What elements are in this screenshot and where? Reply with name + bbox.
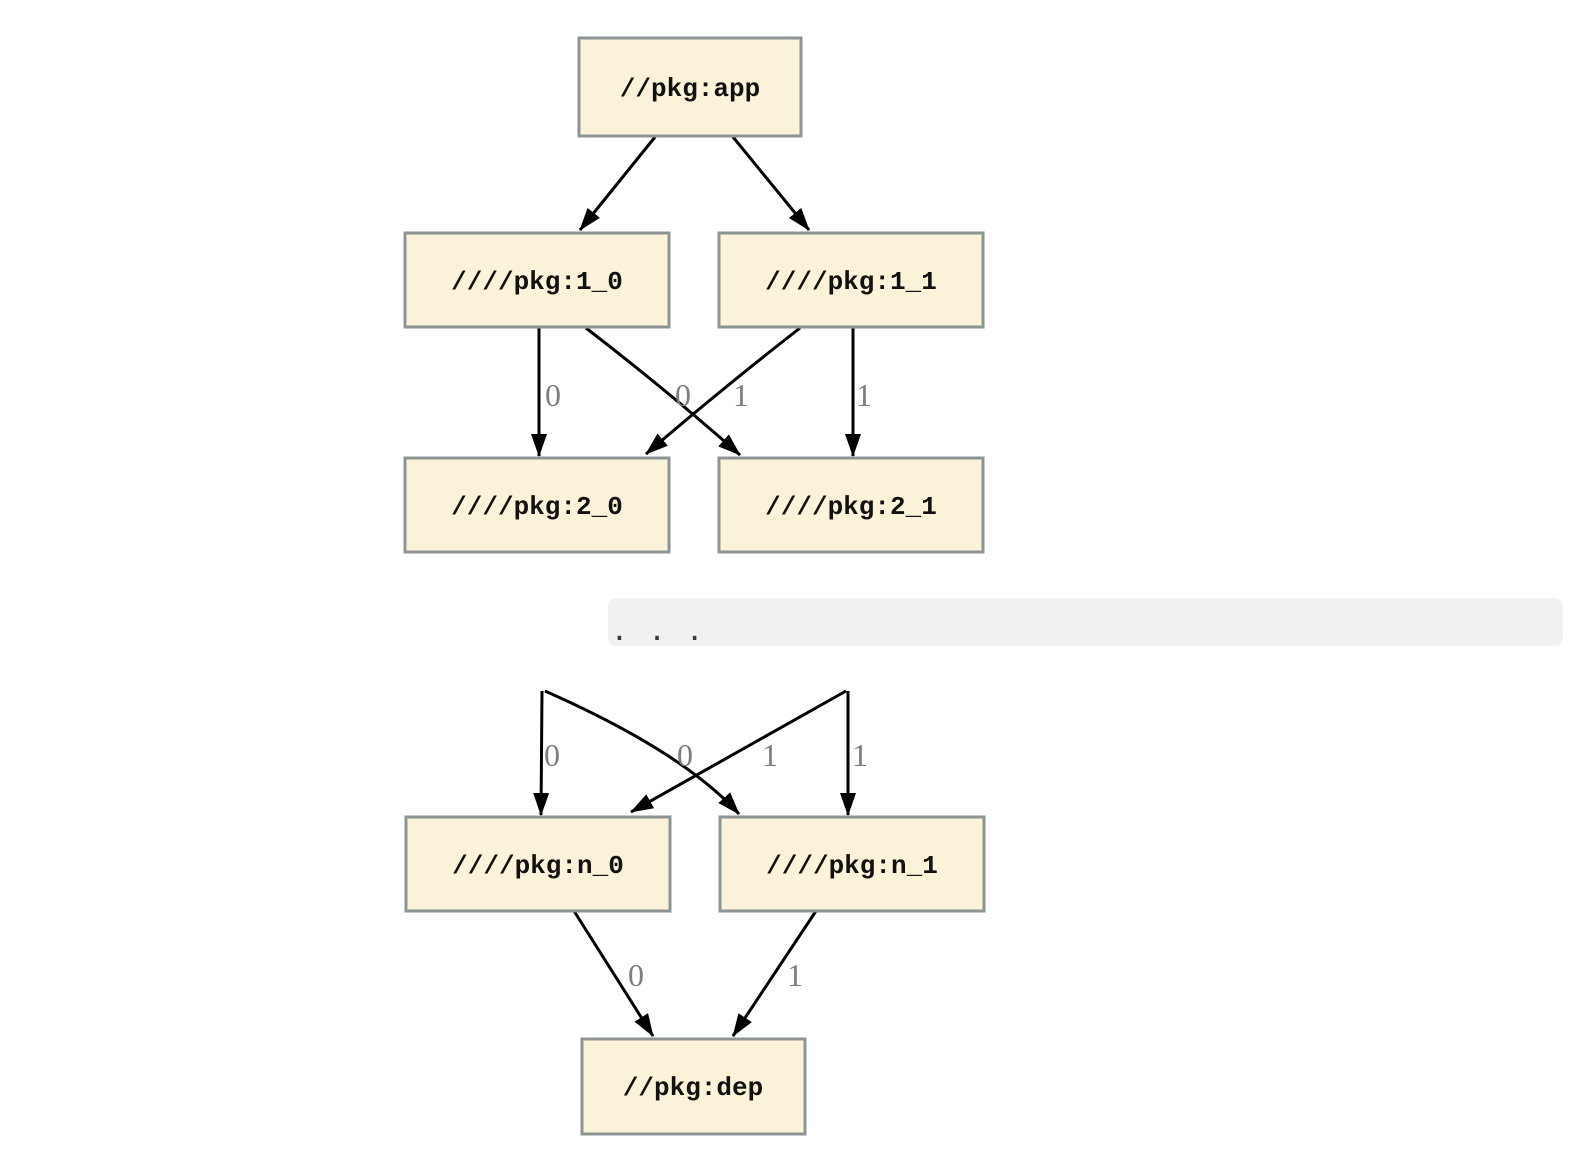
node-2_0-box xyxy=(403,456,671,554)
node-2_1-box xyxy=(717,456,985,554)
edge-hidden-right-to-n_0 xyxy=(630,689,847,814)
edge-1_0-to-2_1 xyxy=(585,326,741,457)
node-dep-label: //pkg:dep xyxy=(623,1073,763,1103)
edge-label-1_1-to-2_1: 1 xyxy=(856,377,872,413)
node-2_0-label: ////pkg:2_0 xyxy=(451,492,623,522)
edge-label-1_0-to-2_1: 0 xyxy=(675,377,691,413)
edge-labels: 0 0 1 1 0 0 1 1 0 1 xyxy=(544,377,872,993)
edge-label-hidden-left-to-n_1: 0 xyxy=(677,737,693,773)
edge-label-1_1-to-2_0: 1 xyxy=(733,377,749,413)
edge-label-n_0-to-dep: 0 xyxy=(628,957,644,993)
edge-label-hidden-right-to-n_1: 1 xyxy=(852,737,868,773)
node-2_0: ////pkg:2_0 xyxy=(403,456,671,554)
node-dep-box xyxy=(580,1037,807,1136)
node-2_1: ////pkg:2_1 xyxy=(717,456,985,554)
ellipsis-band: . . . xyxy=(608,598,1563,649)
edge-label-hidden-right-to-n_0: 1 xyxy=(762,737,778,773)
node-1_0: ////pkg:1_0 xyxy=(403,231,671,329)
node-app: //pkg:app xyxy=(577,36,803,138)
edge-app-to-1_1 xyxy=(731,136,811,231)
ellipsis-dots: . . . xyxy=(614,609,708,649)
node-n_1-box xyxy=(718,815,986,913)
node-n_0-label: ////pkg:n_0 xyxy=(452,851,624,881)
edge-label-1_0-to-2_0: 0 xyxy=(545,377,561,413)
node-dep: //pkg:dep xyxy=(580,1037,807,1136)
node-n_1: ////pkg:n_1 xyxy=(718,815,986,913)
edge-label-hidden-left-to-n_0: 0 xyxy=(544,737,560,773)
node-app-box xyxy=(577,36,803,138)
edge-label-n_1-to-dep: 1 xyxy=(787,957,803,993)
node-app-label: //pkg:app xyxy=(620,74,760,104)
node-1_0-label: ////pkg:1_0 xyxy=(451,267,623,297)
node-1_0-box xyxy=(403,231,671,329)
edge-n_0-to-dep xyxy=(572,910,655,1037)
node-n_0-box xyxy=(404,815,672,913)
node-n_0: ////pkg:n_0 xyxy=(404,815,672,913)
edge-app-to-1_0 xyxy=(578,136,657,231)
edge-n_1-to-dep xyxy=(731,910,818,1037)
edge-1_1-to-2_0 xyxy=(645,326,801,456)
edge-hidden-left-to-n_0 xyxy=(533,690,550,816)
node-n_1-label: ////pkg:n_1 xyxy=(766,851,938,881)
edges xyxy=(531,136,861,1037)
ellipsis-band-box xyxy=(608,598,1563,646)
node-1_1: ////pkg:1_1 xyxy=(717,231,985,329)
node-1_1-box xyxy=(717,231,985,329)
node-1_1-label: ////pkg:1_1 xyxy=(765,267,937,297)
node-2_1-label: ////pkg:2_1 xyxy=(765,492,937,522)
edge-hidden-left-to-n_1 xyxy=(544,689,741,816)
